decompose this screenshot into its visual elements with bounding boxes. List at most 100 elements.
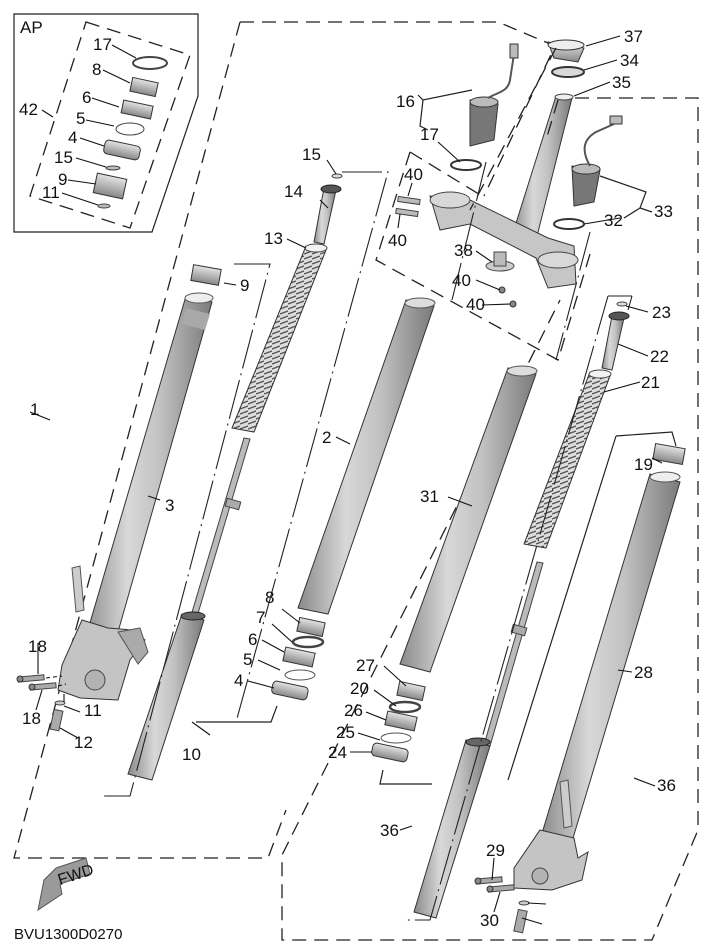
callout-37[interactable]: 35 [612,73,631,92]
cap-bolt-left [313,184,342,245]
callout-22[interactable]: 24 [328,743,347,762]
callout-38[interactable]: 34 [620,51,639,70]
outer-tube-left [81,292,214,661]
callout-13[interactable]: 13 [264,229,283,248]
callout-35[interactable]: 32 [604,211,623,230]
callout-15-left[interactable]: 15 [302,145,321,164]
callout-40-bolt-a[interactable]: 40 [452,271,471,290]
alignment-lines [451,161,591,361]
callout-32[interactable]: 22 [650,347,669,366]
steering-stem [511,93,574,241]
callout-20[interactable]: 31 [420,487,439,506]
axle-bracket-left [57,565,149,701]
callout-16[interactable]: 16 [396,92,415,111]
callout-26[interactable]: 27 [356,656,375,675]
bracket-41 [485,251,515,272]
callout-36-upper[interactable]: 29 [486,841,505,860]
bushing-27 [652,442,686,466]
clip-part [115,122,145,136]
bushing-bracket-right [507,431,677,781]
callout-33[interactable]: 23 [652,303,671,322]
callout-5[interactable]: 5 [76,109,85,128]
callout-9[interactable]: 9 [58,170,67,189]
gasket-11-part [54,700,66,706]
callout-28[interactable]: 36 [380,821,399,840]
o-ring-part [132,56,168,70]
bearing-38 [551,66,585,78]
damper-assembly-left [127,437,251,781]
seal-bracket-right [379,769,432,785]
callout-5-left[interactable]: 5 [243,650,252,669]
cap-bolt-right [601,311,630,371]
callout-36-lower[interactable]: 30 [480,911,499,930]
o-ring-17 [450,159,482,171]
callout-15[interactable]: 15 [54,148,73,167]
callout-7[interactable]: 7 [256,608,265,627]
gasket-part [97,203,111,209]
callout-34[interactable]: 33 [654,202,673,221]
callout-31[interactable]: 21 [641,373,660,392]
bracket-16 [417,89,473,131]
callout-11-left[interactable]: 11 [84,701,102,720]
callout-4[interactable]: 4 [68,128,77,147]
callout-19[interactable]: 36 [657,776,676,795]
washer-part [120,99,154,120]
callout-24[interactable]: 26 [344,701,363,720]
left-fork-boundary [13,21,556,859]
callout-3[interactable]: 3 [165,496,174,515]
bearing-cover-39 [547,39,585,63]
callout-12[interactable]: 12 [74,733,93,752]
seal-stack-left [271,616,326,701]
callout-25[interactable]: 20 [350,679,369,698]
callout-40-bolt-b[interactable]: 40 [466,295,485,314]
axle-bolts-18 [16,674,67,691]
callout-6-left[interactable]: 6 [248,630,257,649]
sensor-34 [571,115,623,207]
outer-tube-right [539,471,681,849]
bracket-boundary [375,151,591,361]
callout-9-left[interactable]: 9 [240,276,249,295]
callout-18-lower[interactable]: 18 [22,709,41,728]
seal-stack-right [371,680,426,763]
callout-17[interactable]: 17 [93,35,112,54]
ap-inset: AP 17 8 6 5 4 15 9 11 42 [13,13,199,233]
damper-assembly-right [413,561,544,919]
callout-18-upper[interactable]: 18 [28,637,47,656]
callout-10[interactable]: 10 [182,745,201,764]
top-boundary [469,47,559,211]
o-ring-15-part [331,173,343,179]
bushing-small-part [92,172,128,200]
callout-40-upper[interactable]: 40 [404,165,423,184]
seal-bracket-line [196,705,278,723]
callout-39[interactable]: 37 [624,27,643,46]
callout-42[interactable]: 42 [19,100,38,119]
callout-1[interactable]: 1 [30,400,39,419]
callout-2[interactable]: 2 [322,428,331,447]
callout-27[interactable]: 19 [634,455,653,474]
callout-23[interactable]: 25 [336,723,355,742]
bolt-12-part [49,708,64,732]
callout-6[interactable]: 6 [82,88,91,107]
axle-bolts-36 [474,876,515,893]
callout-8[interactable]: 8 [92,60,101,79]
callout-4-left[interactable]: 4 [234,671,243,690]
callout-40-lower[interactable]: 40 [388,231,407,250]
sub-assembly-boundary-right [404,295,633,921]
callout-21[interactable]: 28 [634,663,653,682]
callout-14[interactable]: 14 [284,182,303,201]
sensor-16 [469,43,519,147]
callout-8-left[interactable]: 8 [265,588,274,607]
bracket-34 [599,175,653,219]
under-bracket [429,191,579,289]
inset-frame [13,13,199,233]
right-fork-boundary [281,97,699,941]
callout-17-bracket[interactable]: 17 [420,125,439,144]
inset-title: AP [20,18,43,37]
callout-41[interactable]: 38 [454,241,473,260]
fork-spring-left [231,243,328,433]
gasket-29 [518,900,530,906]
inner-tube-left [297,297,436,615]
callout-11[interactable]: 11 [42,183,60,202]
